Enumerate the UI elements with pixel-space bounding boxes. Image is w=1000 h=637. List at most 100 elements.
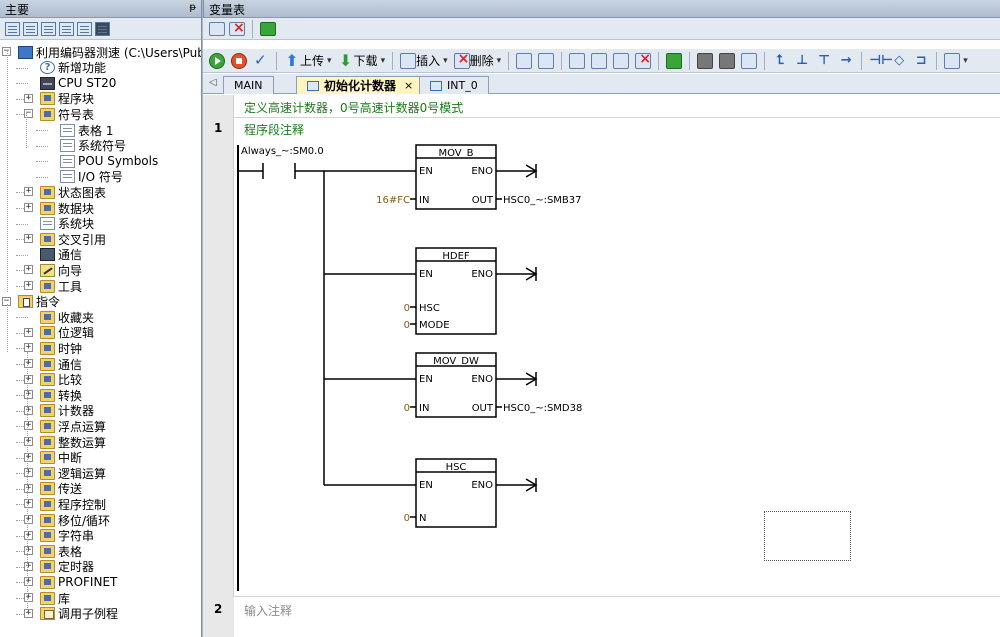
tab-scroll-left-icon[interactable]: ◁	[209, 77, 217, 88]
expand-icon[interactable]: +	[24, 529, 33, 540]
download-dropdown-icon[interactable]: ▾	[380, 55, 386, 66]
tree-item[interactable]: 表格	[40, 543, 82, 559]
tree-item[interactable]: 计数器	[40, 403, 94, 419]
protect-button[interactable]	[717, 51, 737, 71]
tree-item[interactable]: 系统符号	[60, 138, 126, 154]
tree-item[interactable]: 比较	[40, 372, 82, 388]
tree-item[interactable]: 逻辑运算	[40, 465, 106, 481]
expand-icon[interactable]: +	[24, 420, 33, 431]
monitor-view-icon[interactable]	[95, 21, 110, 36]
upload-dropdown-icon[interactable]: ▾	[327, 55, 332, 66]
table-view-icon[interactable]	[23, 21, 38, 36]
variable-edit-icon[interactable]	[260, 21, 276, 36]
delete-button[interactable]: 删除 ▾	[452, 51, 504, 71]
expand-icon[interactable]: +	[24, 607, 33, 618]
tree-item[interactable]: 程序控制	[40, 496, 106, 512]
ladder-editor[interactable]: 定义高速计数器，0号高速计数器0号模式 1 程序段注释 Always_~:SM0…	[203, 95, 1000, 637]
expand-icon[interactable]: +	[24, 514, 33, 524]
poU-button[interactable]	[664, 51, 684, 71]
collapse-icon[interactable]: −	[2, 295, 11, 306]
expand-icon[interactable]: +	[24, 436, 33, 446]
expand-icon[interactable]: +	[24, 592, 33, 602]
bookmark-button[interactable]	[536, 51, 556, 71]
expand-icon[interactable]: +	[24, 389, 33, 400]
insert-row-icon[interactable]	[209, 21, 225, 36]
stop-button[interactable]	[229, 51, 249, 71]
new-lock-button[interactable]	[739, 51, 759, 71]
collapse-icon[interactable]: −	[24, 108, 33, 119]
more-button[interactable]: ▾	[942, 51, 970, 71]
tree-item[interactable]: 通信	[40, 247, 82, 263]
tree-item[interactable]: ?新增功能	[40, 60, 106, 76]
tree-item[interactable]: 字符串	[40, 528, 94, 544]
tree-item[interactable]: POU Symbols	[60, 153, 158, 169]
tree-item[interactable]: 数据块	[40, 200, 94, 216]
tree-item[interactable]: 工具	[40, 278, 82, 294]
go-to-button[interactable]	[589, 51, 609, 71]
tree-item[interactable]: 转换	[40, 387, 82, 403]
expand-icon[interactable]: +	[24, 467, 33, 478]
expand-icon[interactable]: +	[24, 92, 33, 103]
toggle-view-button[interactable]	[567, 51, 587, 71]
run-button[interactable]	[207, 51, 227, 71]
symbol-view-icon[interactable]	[59, 21, 74, 36]
expand-icon[interactable]: +	[24, 358, 33, 368]
tree-item[interactable]: 浮点运算	[40, 418, 106, 434]
collapse-icon[interactable]: −	[2, 46, 11, 56]
delete-row-icon[interactable]	[229, 20, 245, 36]
tab-int-0[interactable]: INT_0	[419, 76, 489, 94]
branch-button[interactable]: ⮤	[770, 51, 790, 71]
expand-icon[interactable]: +	[24, 482, 33, 493]
tree-item[interactable]: 时钟	[40, 340, 82, 356]
tab-init-counter[interactable]: 初始化计数器 ×	[296, 76, 425, 94]
tree-item[interactable]: 收藏夹	[40, 309, 94, 325]
expand-icon[interactable]: +	[24, 451, 33, 462]
tree-item[interactable]: PROFINET	[40, 574, 117, 590]
expand-icon[interactable]: +	[24, 498, 33, 509]
tree-item[interactable]: 库	[40, 590, 70, 606]
tree-item[interactable]: 指令	[18, 294, 60, 310]
expand-icon[interactable]: +	[24, 280, 33, 290]
tree-item[interactable]: 利用编码器测速 (C:\Users\Publi	[18, 44, 201, 60]
tree-item[interactable]: 表格 1	[60, 122, 113, 138]
expand-icon[interactable]: +	[24, 326, 33, 337]
contact-button[interactable]: ⊣⊢	[867, 51, 893, 71]
tree-item[interactable]: I/O 符号	[60, 169, 123, 185]
tab-main[interactable]: MAIN	[223, 76, 274, 94]
tree-item[interactable]: 定时器	[40, 559, 94, 575]
page-view-icon[interactable]	[41, 21, 56, 36]
line-right-button[interactable]: →	[836, 51, 856, 71]
expand-icon[interactable]: +	[24, 545, 33, 556]
insert-button[interactable]: 插入 ▾	[398, 51, 450, 71]
data-view-icon[interactable]	[77, 21, 92, 36]
expand-icon[interactable]: +	[24, 373, 33, 384]
clear-bookmarks-button[interactable]	[633, 51, 653, 71]
expand-icon[interactable]: +	[24, 233, 33, 244]
line-down-button[interactable]: ⊥	[792, 51, 812, 71]
tree-item[interactable]: 通信	[40, 356, 82, 372]
tree-item[interactable]: 位逻辑	[40, 325, 94, 341]
tree-item[interactable]: 系统块	[40, 216, 94, 232]
tree-item[interactable]: 状态图表	[40, 184, 106, 200]
tree-item[interactable]: CPU ST20	[40, 75, 116, 91]
more-dropdown-icon[interactable]: ▾	[963, 55, 968, 66]
tree-item[interactable]: 整数运算	[40, 434, 106, 450]
view-icon[interactable]	[5, 21, 20, 36]
expand-icon[interactable]: +	[24, 576, 33, 587]
tab-close-icon[interactable]: ×	[404, 78, 414, 92]
compile-button[interactable]	[251, 51, 271, 71]
expand-icon[interactable]: +	[24, 186, 33, 197]
network-button[interactable]	[514, 51, 534, 71]
expand-icon[interactable]: +	[24, 342, 33, 353]
tree-item[interactable]: 移位/循环	[40, 512, 110, 528]
expand-icon[interactable]: +	[24, 264, 33, 275]
delete-dropdown-icon[interactable]: ▾	[496, 55, 502, 66]
lock-button[interactable]	[695, 51, 715, 71]
upload-button[interactable]: ⬆ 上传 ▾	[282, 51, 334, 71]
tree-item[interactable]: 调用子例程	[40, 606, 118, 622]
network-2-comment[interactable]: 输入注释	[244, 604, 293, 618]
pin-icon[interactable]: ᵽ	[189, 2, 196, 13]
coil-button[interactable]: ◇	[889, 51, 909, 71]
expand-icon[interactable]: +	[24, 560, 33, 571]
